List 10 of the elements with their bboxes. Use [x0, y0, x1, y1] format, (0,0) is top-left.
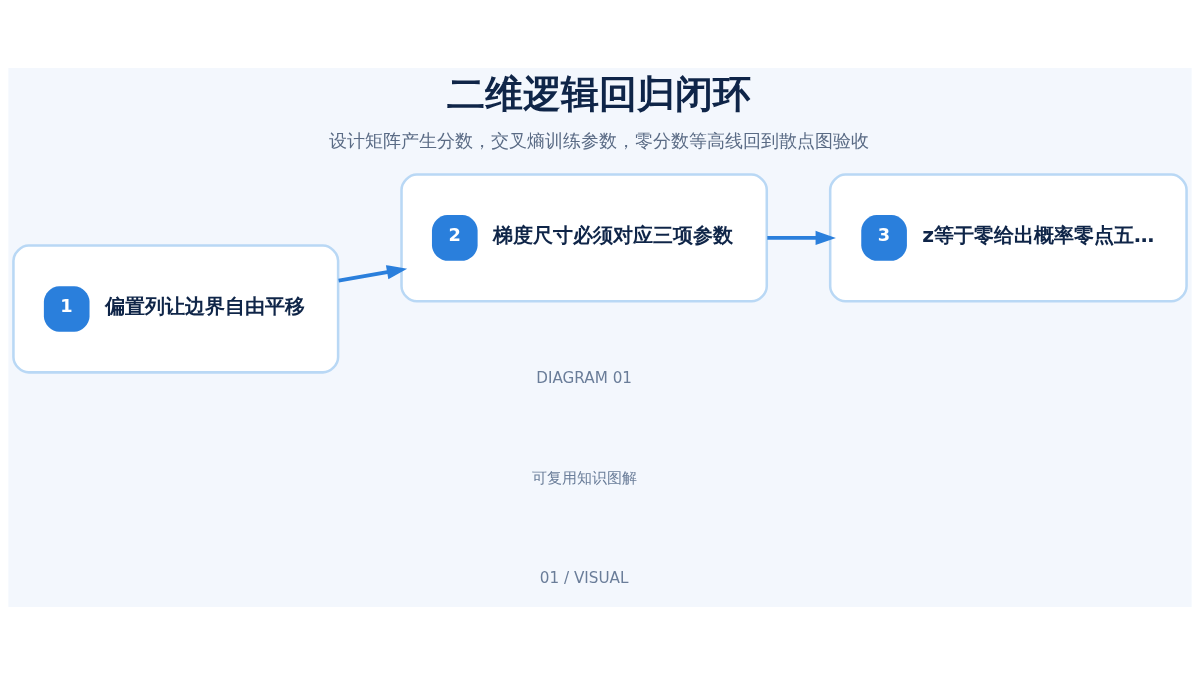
arrow: [338, 265, 408, 283]
label: 可复用知识图解: [531, 468, 637, 487]
caption: 设计矩阵产生分数，交叉熵训练参数，零分数等高线回到散点图验收: [328, 130, 869, 151]
node-box: 1 偏置列让边界自由平移: [12, 244, 340, 374]
diagram-title: 二维逻辑回归闭环: [447, 72, 752, 117]
node-box: 2 梯度尺寸必须对应三项参数: [400, 173, 769, 303]
arrow: [767, 230, 836, 246]
label: DIAGRAM 01: [536, 368, 633, 387]
node-box: 3 z等于零给出概率零点五…: [828, 173, 1188, 303]
label: 01 / VISUAL: [539, 569, 629, 588]
